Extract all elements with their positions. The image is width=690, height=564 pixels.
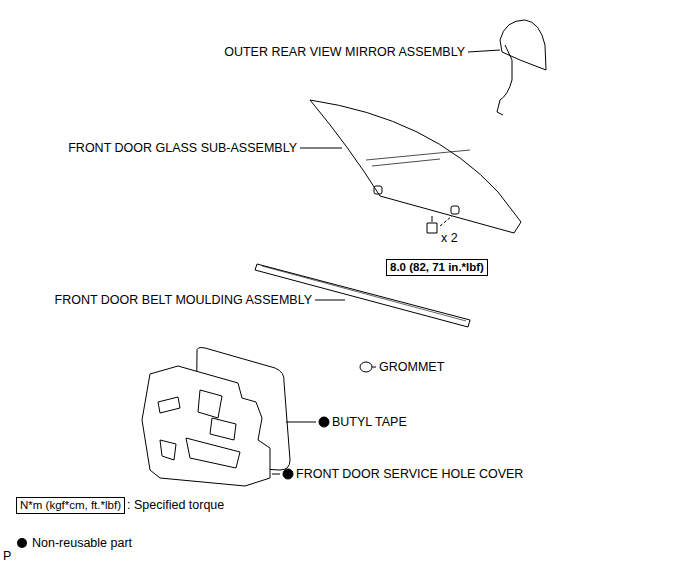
- glass-clip: [374, 186, 382, 194]
- unit-box: N*m (kgf*cm, ft.*lbf): [16, 497, 125, 514]
- torque-box: 8.0 (82, 71 in.*lbf): [386, 259, 488, 276]
- bolt-drawing: [427, 216, 437, 233]
- grommet-drawing: [360, 362, 372, 372]
- leader-line: [468, 50, 500, 52]
- glass-drawing: [310, 100, 521, 233]
- leader-line: [315, 300, 345, 301]
- glass-reflection: [366, 150, 470, 166]
- mirror-harness: [497, 45, 512, 115]
- leader-line: [440, 216, 452, 226]
- legend-text: Non-reusable part: [32, 536, 132, 551]
- part-name: BUTYL TAPE: [332, 415, 407, 430]
- box-text: 8.0 (82, 71 in.*lbf): [390, 261, 484, 274]
- legend-dot: [16, 537, 28, 549]
- leader-line: [300, 148, 342, 149]
- leader-line: [286, 422, 316, 423]
- cover-openings: [158, 390, 240, 468]
- non-reusable-mark: [283, 469, 293, 479]
- leader-line: [272, 474, 280, 475]
- glass-clip: [451, 206, 459, 214]
- non-reusable-mark: [319, 417, 329, 427]
- part-name: FRONT DOOR SERVICE HOLE COVER: [296, 467, 523, 482]
- leader-line: [372, 367, 376, 368]
- legend-text: : Specified torque: [127, 498, 224, 513]
- service-hole-cover-drawing: [142, 366, 270, 486]
- page-mark: P: [3, 549, 11, 564]
- part-name: GROMMET: [379, 360, 444, 375]
- part-name: FRONT DOOR GLASS SUB-ASSEMBLY: [68, 141, 297, 156]
- box-text: N*m (kgf*cm, ft.*lbf): [20, 499, 121, 512]
- part-name: FRONT DOOR BELT MOULDING ASSEMBLY: [55, 293, 312, 308]
- mirror-drawing: [500, 20, 546, 70]
- part-name: OUTER REAR VIEW MIRROR ASSEMBLY: [224, 45, 465, 60]
- quantity-note: x 2: [441, 231, 458, 246]
